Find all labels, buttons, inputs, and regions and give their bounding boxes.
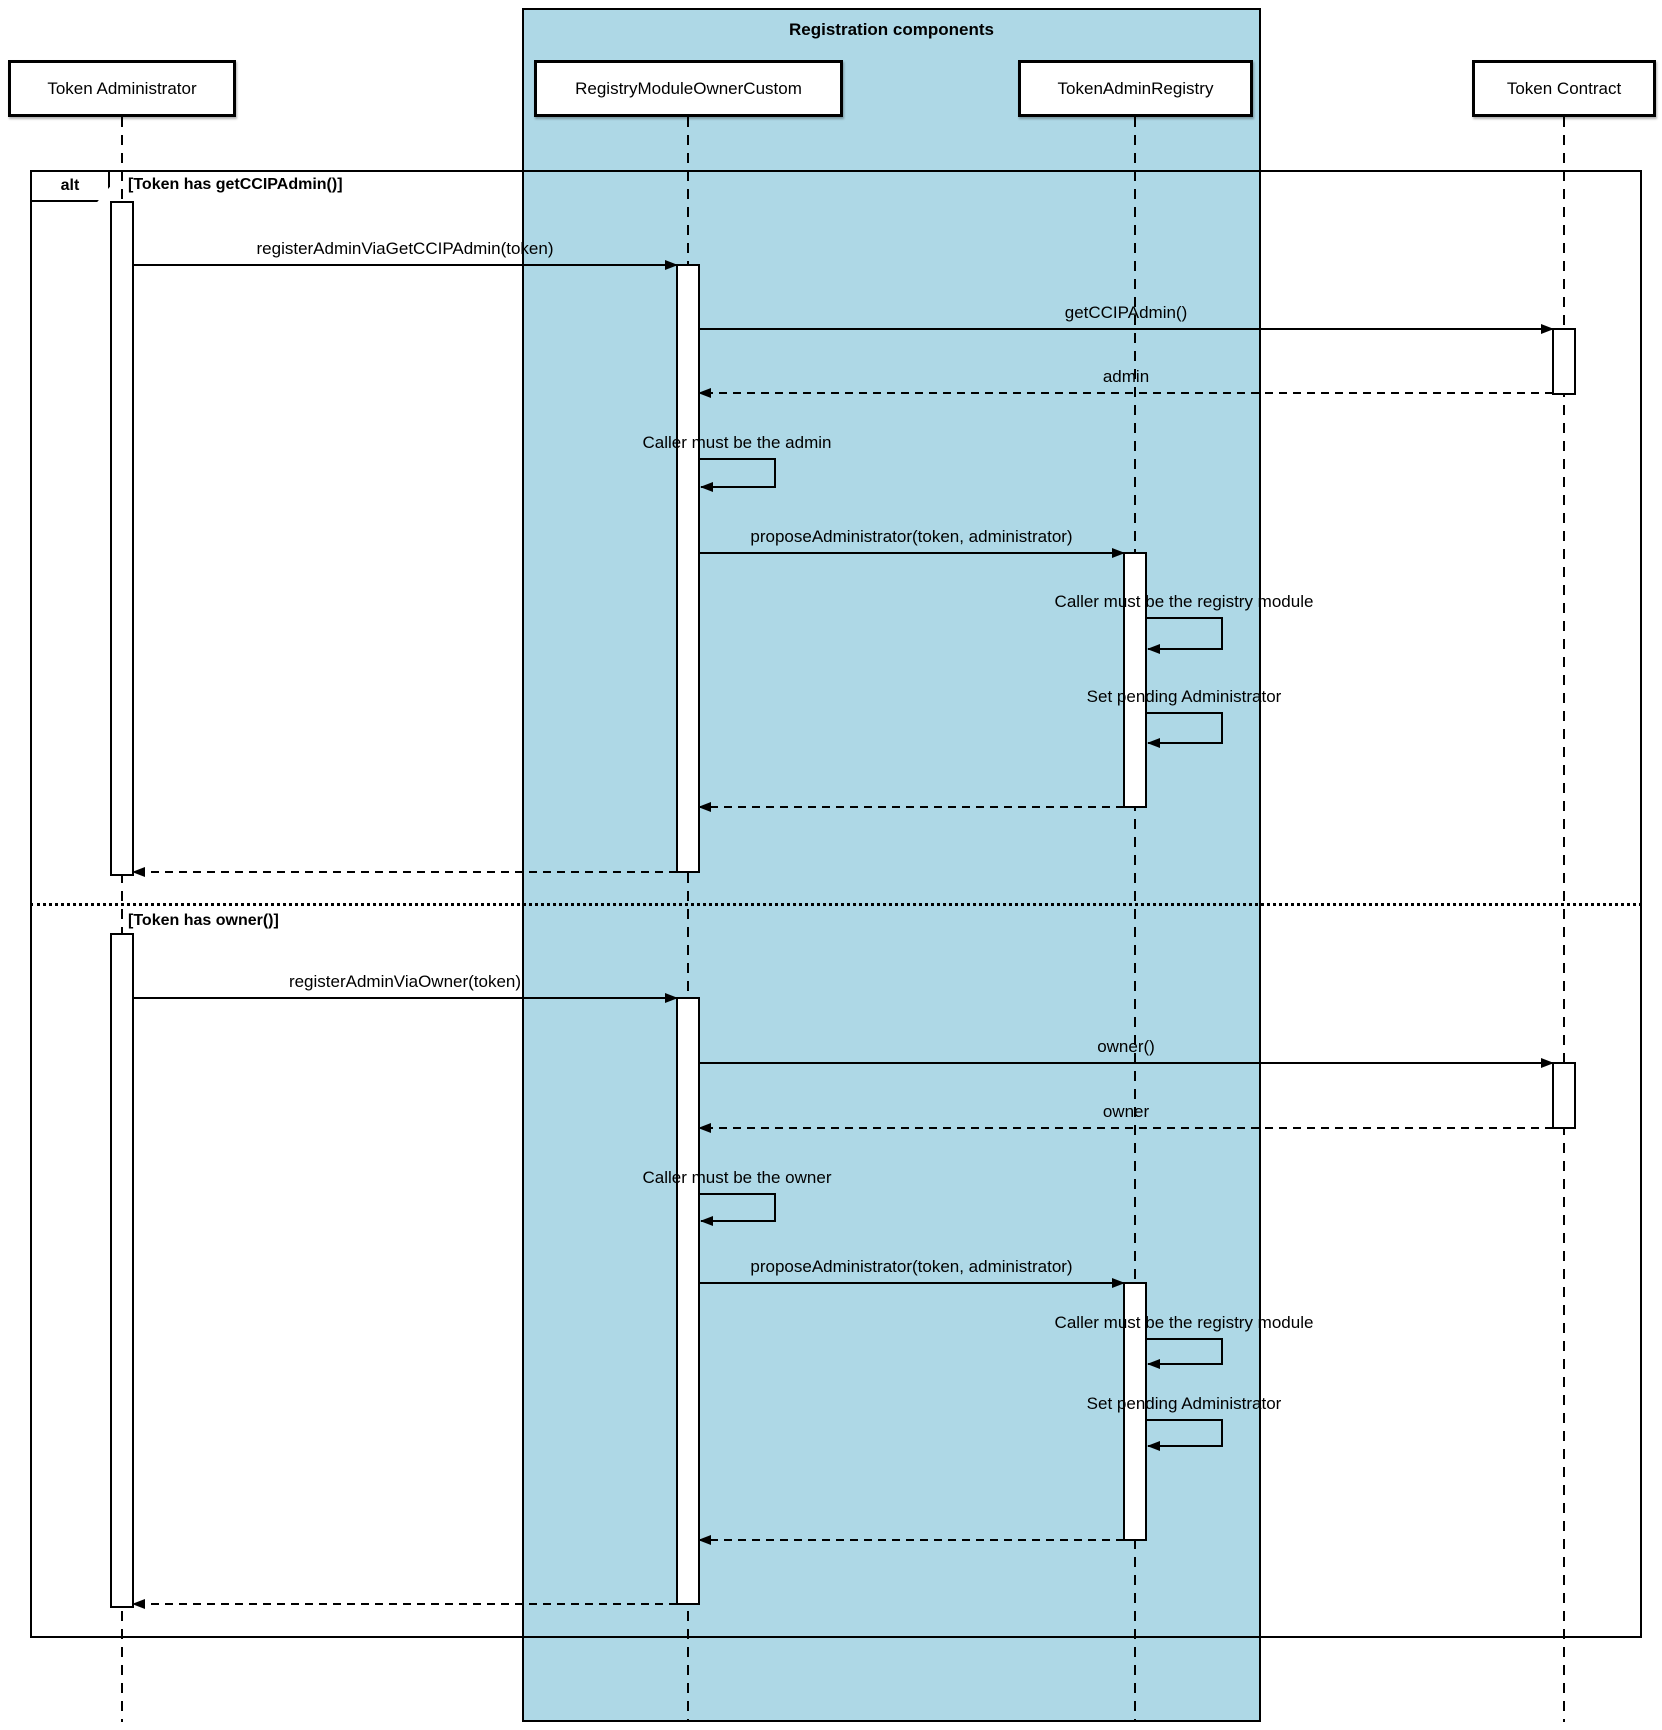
participant-box-admin: Token Administrator (8, 60, 236, 117)
self-message-tar (1146, 1419, 1223, 1451)
registration-components-frame: Registration components (522, 8, 1261, 1722)
activation-bar-rmoc (676, 997, 700, 1605)
participant-label-admin: Token Administrator (47, 78, 197, 98)
activation-bar-tar (1123, 1282, 1147, 1541)
activation-bar-admin (110, 933, 134, 1608)
alt-operator-label: alt (60, 177, 80, 194)
participant-box-tar: TokenAdminRegistry (1018, 60, 1253, 117)
participant-label-rmoc: RegistryModuleOwnerCustom (575, 78, 802, 98)
self-message-tar (1146, 617, 1223, 654)
participant-label-token: Token Contract (1506, 78, 1622, 98)
activation-bar-admin (110, 201, 134, 876)
activation-bar-token (1552, 328, 1576, 395)
guard-getccipadmin: [Token has getCCIPAdmin()] (128, 176, 343, 193)
activation-bar-tar (1123, 552, 1147, 808)
participant-box-rmoc: RegistryModuleOwnerCustom (534, 60, 843, 117)
participant-box-token: Token Contract (1472, 60, 1656, 117)
alt-operator-badge: alt (30, 170, 110, 202)
alt-divider (30, 903, 1642, 906)
activation-bar-rmoc (676, 264, 700, 873)
self-message-rmoc (699, 458, 776, 492)
self-message-rmoc (699, 1193, 776, 1226)
self-message-tar (1146, 1338, 1223, 1369)
frame-title: Registration components (789, 20, 994, 39)
activation-bar-token (1552, 1062, 1576, 1129)
self-message-tar (1146, 712, 1223, 748)
participant-label-tar: TokenAdminRegistry (1057, 78, 1214, 98)
guard-owner: [Token has owner()] (128, 912, 279, 929)
